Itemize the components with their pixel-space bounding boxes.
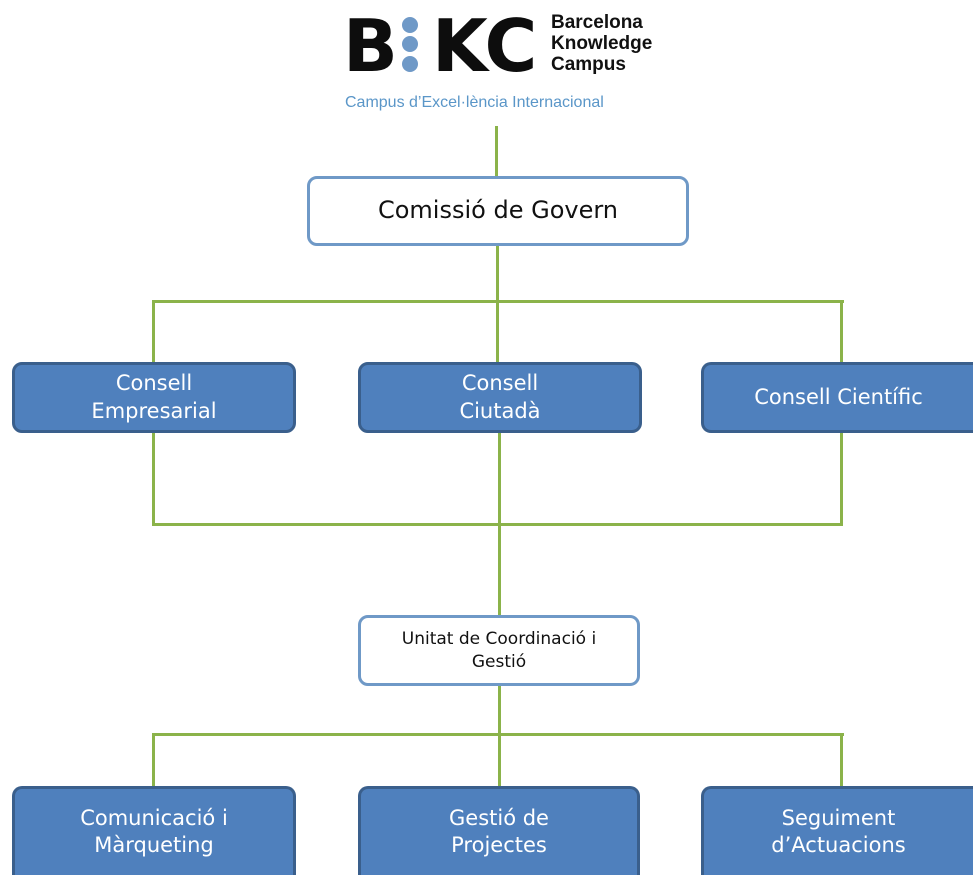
node-consell-cientific: Consell Científic bbox=[701, 362, 973, 433]
connector-lower-horizontal bbox=[152, 733, 844, 736]
node-comunicacio-line1: Comunicació i bbox=[80, 805, 228, 830]
node-comissio-de-govern: Comissió de Govern bbox=[307, 176, 689, 246]
node-gestio-line2: Projectes bbox=[451, 833, 547, 857]
connector-lower-left-drop bbox=[152, 733, 155, 787]
logo-dot-top bbox=[402, 17, 418, 33]
node-unitat-coordinacio-gestio: Unitat de Coordinació i Gestió bbox=[358, 615, 640, 686]
node-consell-empresarial: Consell Empresarial bbox=[12, 362, 296, 433]
node-comissio-de-govern-label: Comissió de Govern bbox=[377, 196, 618, 225]
node-comunicacio-marqueting: Comunicació i Màrqueting bbox=[12, 786, 296, 875]
logo-dot-middle bbox=[402, 36, 418, 52]
logo-name-line2: Knowledge bbox=[551, 33, 653, 54]
node-gestio-projectes: Gestió de Projectes bbox=[358, 786, 640, 875]
connector-empresarial-down bbox=[152, 430, 155, 526]
logo-letter-b: B bbox=[343, 4, 398, 88]
logo-letters-kc: KC bbox=[432, 4, 538, 88]
node-unitat-line2: Gestió bbox=[471, 651, 527, 672]
node-consell-ciutada-line2: Ciutadà bbox=[459, 398, 541, 423]
node-consell-ciutada: Consell Ciutadà bbox=[358, 362, 642, 433]
logo-name-line3: Campus bbox=[551, 54, 626, 75]
node-comunicacio-line2: Màrqueting bbox=[94, 833, 214, 857]
node-consell-cientific-label: Consell Científic bbox=[754, 384, 923, 409]
node-seguiment-line1: Seguiment bbox=[781, 805, 896, 830]
connector-ciutada-to-unitat bbox=[498, 432, 501, 617]
node-consell-empresarial-line1: Consell bbox=[115, 371, 193, 396]
connector-consells-bottom-horizontal bbox=[152, 523, 843, 526]
node-seguiment-actuacions: Seguiment d’Actuacions bbox=[701, 786, 973, 875]
connector-lower-right-drop bbox=[840, 733, 843, 787]
node-unitat-line1: Unitat de Coordinació i bbox=[401, 629, 597, 650]
connector-upper-horizontal bbox=[152, 300, 844, 303]
logo-dot-bottom bbox=[402, 56, 418, 72]
node-gestio-line1: Gestió de bbox=[449, 805, 549, 830]
node-consell-ciutada-line1: Consell bbox=[461, 371, 539, 396]
node-seguiment-line2: d’Actuacions bbox=[771, 833, 906, 857]
connector-govern-down bbox=[496, 244, 499, 365]
connector-upper-right-drop bbox=[840, 300, 843, 364]
connector-cientific-down bbox=[840, 430, 843, 526]
connector-logo-govern bbox=[495, 126, 498, 178]
logo-tagline: Campus d’Excel·lència Internacional bbox=[345, 94, 604, 111]
node-consell-empresarial-line2: Empresarial bbox=[91, 398, 217, 423]
bkc-logo: B KC Barcelona Knowledge Campus Campus d… bbox=[0, 0, 973, 120]
connector-upper-left-drop bbox=[152, 300, 155, 364]
logo-name-line1: Barcelona bbox=[551, 12, 643, 33]
